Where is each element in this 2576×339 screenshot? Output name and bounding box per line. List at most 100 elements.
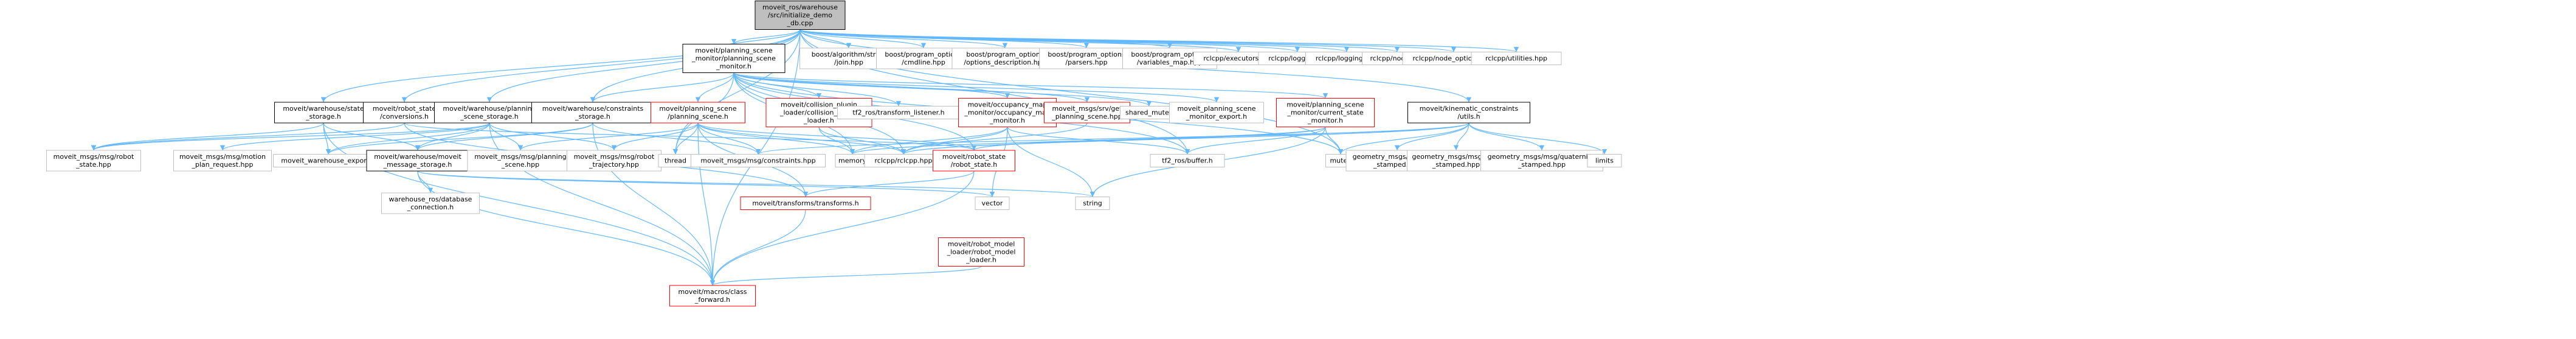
- graph-node-class_fwd[interactable]: moveit/macros/class_forward.h: [669, 285, 756, 307]
- node-box: [1587, 154, 1622, 167]
- node-label-line: memory: [838, 157, 866, 165]
- node-label-line: _monitor/current_state: [1286, 109, 1364, 117]
- graph-node-shared_mutex: shared_mutex: [1120, 106, 1178, 119]
- node-label-line: moveit/robot_model: [948, 240, 1015, 248]
- edge-transforms-to-class_fwd: [710, 209, 806, 286]
- graph-node-msg_traj: moveit_msgs/msg/robot_trajectory.hpp: [567, 150, 661, 172]
- node-label-line: geometry_msgs/msg/pose: [1412, 153, 1500, 161]
- node-label-line: _loader.h: [803, 117, 834, 125]
- edge-kin-to-pose_stamped: [1453, 122, 1469, 151]
- edge-psm-to-shared_mutex: [733, 72, 1152, 107]
- graph-node-tf2_buffer: tf2_ros/buffer.h: [1150, 154, 1225, 167]
- node-label-line: _state.hpp: [75, 161, 111, 169]
- node-label-line: /robot_state.h: [951, 161, 998, 169]
- edge-wh_constr-to-msg_storage: [415, 122, 593, 151]
- node-label-line: moveit_planning_scene: [1177, 105, 1255, 113]
- node-box: [467, 150, 574, 172]
- graph-node-wh_export: moveit_warehouse_export.h: [273, 154, 384, 167]
- node-label-line: /options_description.hpp: [964, 58, 1046, 66]
- node-box: [669, 285, 756, 307]
- node-box: [1407, 102, 1530, 124]
- nodes-layer: moveit_ros/warehouse/src/initialize_demo…: [46, 1, 1622, 307]
- node-label-line: thread: [665, 157, 686, 165]
- graph-node-wh_ps[interactable]: moveit/warehouse/planning_scene_storage.…: [434, 102, 545, 124]
- edge-robot_state-to-class_fwd: [710, 170, 975, 286]
- node-box: [1044, 102, 1130, 124]
- graph-node-rml[interactable]: moveit/robot_model_loader/robot_model_lo…: [938, 237, 1024, 267]
- node-box: [933, 150, 1015, 172]
- graph-node-occupancy[interactable]: moveit/occupancy_map_monitor/occupancy_m…: [958, 98, 1057, 127]
- edge-wh_ps-to-class_fwd: [489, 122, 716, 286]
- graph-node-string: string: [1075, 197, 1110, 210]
- node-label-line: moveit/transforms/transforms.h: [752, 200, 858, 208]
- graph-node-root[interactable]: moveit_ros/warehouse/src/initialize_demo…: [754, 1, 846, 30]
- node-label-line: shared_mutex: [1125, 109, 1173, 117]
- node-box: [46, 150, 141, 172]
- node-label-line: _stamped.hpp: [1432, 161, 1480, 169]
- graph-node-msg_storage[interactable]: moveit/warehouse/moveit_message_storage.…: [366, 150, 469, 172]
- node-label-line: _loader/robot_model: [947, 248, 1016, 256]
- edge-kin-to-rclcpp: [901, 122, 1469, 155]
- node-label-line: moveit_msgs/msg/planning: [474, 153, 566, 161]
- node-box: [1169, 102, 1264, 124]
- edge-psm-to-ps: [695, 72, 734, 103]
- graph-node-msg_constraints: moveit_msgs/msg/constraints.hpp: [691, 154, 826, 167]
- graph-node-wh_state[interactable]: moveit/warehouse/state_storage.h: [274, 102, 373, 124]
- graph-node-boost_parsers: boost/program_options/parsers.hpp: [1039, 47, 1134, 69]
- graph-node-rs_conv[interactable]: moveit/robot_state/conversions.h: [363, 102, 446, 124]
- node-label-line: rclcpp/rclcpp.hpp: [875, 157, 933, 165]
- graph-node-rclcpp: rclcpp/rclcpp.hpp: [864, 154, 943, 167]
- edge-wh_state-to-msg_robot_state: [91, 122, 324, 151]
- node-box: [1471, 52, 1562, 65]
- edge-root-to-rclcpp_utils: [799, 29, 1519, 53]
- graph-node-rclcpp_utils: rclcpp/utilities.hpp: [1471, 52, 1562, 65]
- graph-node-csm[interactable]: moveit/planning_scene_monitor/current_st…: [1276, 98, 1375, 127]
- node-label-line: moveit/planning_scene: [695, 47, 773, 55]
- node-label-line: /src/initialize_demo: [768, 12, 832, 19]
- graph-node-wh_constr[interactable]: moveit/warehouse/constraints_storage.h: [531, 102, 654, 124]
- node-box: [754, 1, 846, 30]
- edge-wh_ps-to-wh_export: [325, 122, 490, 155]
- graph-node-transforms[interactable]: moveit/transforms/transforms.h: [740, 197, 871, 210]
- node-box: [938, 237, 1024, 267]
- node-label-line: boost/algorithm/string: [812, 51, 886, 58]
- graph-node-robot_state[interactable]: moveit/robot_state/robot_state.h: [933, 150, 1015, 172]
- graph-node-ps[interactable]: moveit/planning_scene/planning_scene.h: [651, 102, 745, 124]
- edge-ps-to-rclcpp: [697, 122, 906, 155]
- edge-ps-to-memory: [697, 122, 855, 155]
- edge-wh_ps-to-msg_storage: [415, 122, 490, 151]
- node-label-line: boost/program_options: [1048, 51, 1125, 58]
- edge-ps-to-robot_state: [697, 122, 977, 151]
- edge-root-to-wh_state: [320, 29, 801, 103]
- edge-wh_constr-to-msg_constraints: [592, 122, 761, 155]
- graph-node-quat_stamped: geometry_msgs/msg/quaternion_stamped.hpp: [1480, 150, 1603, 172]
- node-label-line: /conversions.h: [380, 113, 429, 121]
- edge-psm-to-psm_export: [733, 72, 1219, 103]
- edge-root-to-rs_conv: [401, 29, 801, 103]
- node-label-line: _storage.h: [305, 113, 341, 121]
- edge-msg_storage-to-string: [417, 170, 1095, 198]
- edge-occupancy-to-rclcpp: [900, 127, 1008, 155]
- graph-node-psm[interactable]: moveit/planning_scene_monitor/planning_s…: [682, 44, 786, 73]
- node-label-line: _monitor_export.h: [1186, 113, 1247, 121]
- graph-node-getps[interactable]: moveit_msgs/srv/get_planning_scene.hpp: [1044, 102, 1130, 124]
- node-box: [531, 102, 654, 124]
- node-label-line: /parsers.hpp: [1065, 58, 1107, 66]
- node-label-line: moveit_ros/warehouse: [762, 4, 838, 12]
- graph-node-tf2_listener: tf2_ros/transform_listener.h: [837, 106, 960, 119]
- graph-node-thread: thread: [658, 154, 693, 167]
- node-label-line: _planning_scene.hpp: [1051, 113, 1122, 121]
- node-box: [740, 197, 871, 210]
- node-label-line: string: [1083, 200, 1102, 208]
- edge-ps-to-msg_constraints: [697, 122, 761, 155]
- edge-wh_ps-to-msg_traj: [489, 122, 617, 151]
- edge-wh_ps-to-msg_motion: [219, 122, 490, 151]
- node-label-line: _connection.h: [407, 203, 454, 211]
- node-box: [1150, 154, 1225, 167]
- node-label-line: limits: [1595, 157, 1614, 165]
- graph-node-kin[interactable]: moveit/kinematic_constraints/utils.h: [1407, 102, 1530, 124]
- graph-node-vector: vector: [975, 197, 1010, 210]
- node-label-line: moveit_msgs/msg/motion: [179, 153, 266, 161]
- node-box: [274, 102, 373, 124]
